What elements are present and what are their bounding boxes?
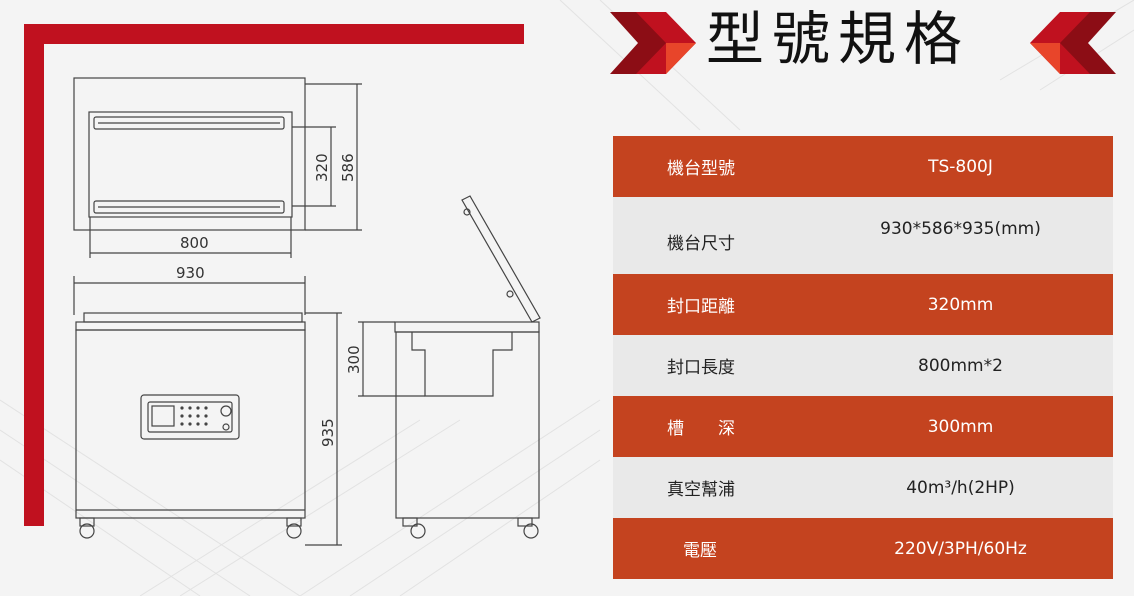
top-view-seal-bar-lower xyxy=(93,200,285,214)
front-wheel-right xyxy=(286,523,302,539)
front-wheel-left xyxy=(79,523,95,539)
spec-row-seal-length: 封口長度 800mm*2 xyxy=(613,335,1113,396)
top-view-seal-bar-upper xyxy=(93,116,285,130)
dim-label-300: 300 xyxy=(345,345,363,374)
spec-label: 真空幫浦 xyxy=(613,457,828,518)
spec-row-seal-distance: 封口距離 320mm xyxy=(613,274,1113,335)
title-arrow-left-icon xyxy=(610,12,696,74)
side-wheel-right xyxy=(523,523,539,539)
dim-label-930: 930 xyxy=(176,264,205,282)
spec-table: 機台型號 TS-800J 機台尺寸 930*586*935(mm) 封口距離 3… xyxy=(613,136,1113,579)
side-wheel-left xyxy=(410,523,426,539)
spec-label: 封口長度 xyxy=(613,335,828,396)
front-view-body xyxy=(75,329,306,519)
spec-label: 電壓 xyxy=(613,518,828,579)
dim-label-320: 320 xyxy=(313,153,331,182)
front-view-lid-top xyxy=(83,312,303,323)
spec-value: 320mm xyxy=(828,274,1113,335)
spec-row-pump: 真空幫浦 40m³/h(2HP) xyxy=(613,457,1113,518)
page-title: 型號規格 xyxy=(706,5,971,73)
spec-row-depth: 槽 深 300mm xyxy=(613,396,1113,457)
spec-label: 機台尺寸 xyxy=(613,197,828,274)
front-view-control-panel xyxy=(140,394,240,440)
dim-label-935: 935 xyxy=(319,418,337,447)
title-arrow-right-icon xyxy=(1030,12,1116,74)
spec-row-voltage: 電壓 220V/3PH/60Hz xyxy=(613,518,1113,579)
side-view-top xyxy=(394,321,540,333)
technical-drawing: 800 930 320 586 935 300 xyxy=(24,24,541,546)
side-view-open-lid xyxy=(461,195,541,323)
spec-value: 300mm xyxy=(828,396,1113,457)
spec-value: 40m³/h(2HP) xyxy=(828,457,1113,518)
spec-value: 220V/3PH/60Hz xyxy=(828,518,1113,579)
spec-value: 800mm*2 xyxy=(828,335,1113,396)
dim-label-586: 586 xyxy=(339,153,357,182)
spec-value: TS-800J xyxy=(828,136,1113,197)
dim-label-800: 800 xyxy=(180,234,209,252)
spec-row-model: 機台型號 TS-800J xyxy=(613,136,1113,197)
red-corner-bracket xyxy=(24,24,524,526)
spec-value: 930*586*935(mm) xyxy=(828,197,1113,274)
top-view-chamber xyxy=(88,111,293,218)
spec-label: 槽 深 xyxy=(613,396,828,457)
front-view-lid xyxy=(75,321,306,331)
side-view-body xyxy=(395,331,540,519)
spec-label: 機台型號 xyxy=(613,136,828,197)
top-view-outline xyxy=(73,77,306,231)
spec-label: 封口距離 xyxy=(613,274,828,335)
side-view-chamber xyxy=(411,332,513,397)
spec-row-size: 機台尺寸 930*586*935(mm) xyxy=(613,197,1113,274)
